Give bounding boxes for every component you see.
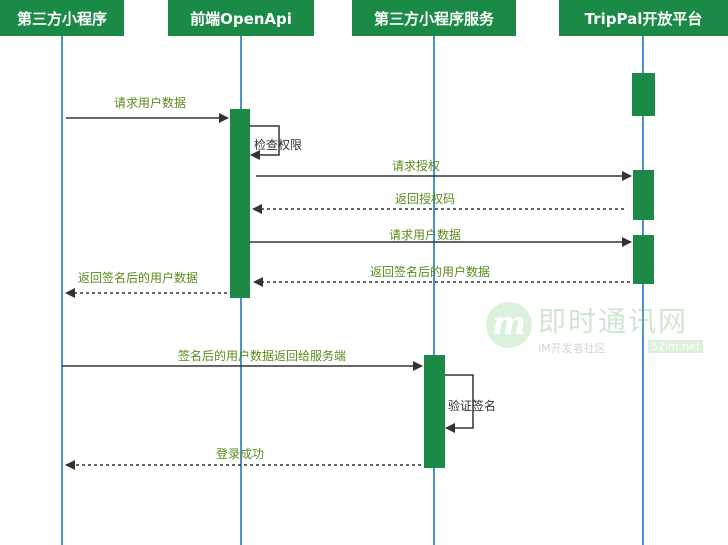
label-return-signed-data: 返回签名后的用户数据 xyxy=(369,265,491,279)
activation-openapi xyxy=(230,109,250,298)
activation-service xyxy=(424,355,445,468)
watermark-title: 即时通讯网 xyxy=(538,305,689,338)
watermark: m 即时通讯网 IM开发者社区 52im.net xyxy=(486,296,728,362)
label-request-user-data: 请求用户数据 xyxy=(113,96,187,110)
watermark-url: 52im.net xyxy=(648,340,704,353)
label-request-auth: 请求授权 xyxy=(391,159,441,173)
activation-trippal-2 xyxy=(633,170,654,220)
arrow-check-permission xyxy=(250,125,280,160)
label-login-success: 登录成功 xyxy=(215,447,265,461)
label-verify-signature: 验证签名 xyxy=(448,399,497,413)
activation-trippal-3 xyxy=(633,235,654,284)
watermark-logo-icon: m xyxy=(486,302,532,348)
actor-openapi: 前端OpenApi xyxy=(168,0,314,36)
label-return-auth-code: 返回授权码 xyxy=(394,192,456,206)
actor-trippal-platform: TripPal开放平台 xyxy=(559,0,728,36)
label-request-user-data-2: 请求用户数据 xyxy=(388,228,462,242)
label-check-permission: 检查权限 xyxy=(254,138,303,152)
label-return-signed-data-to-app: 返回签名后的用户数据 xyxy=(78,271,199,285)
watermark-subtitle: IM开发者社区 xyxy=(538,342,606,355)
activation-trippal-1 xyxy=(632,73,655,116)
arrow-verify-signature xyxy=(445,374,474,433)
actor-mini-program: 第三方小程序 xyxy=(0,0,124,36)
actor-mini-program-service: 第三方小程序服务 xyxy=(352,0,516,36)
label-signed-data-to-server: 签名后的用户数据返回给服务端 xyxy=(177,349,347,363)
